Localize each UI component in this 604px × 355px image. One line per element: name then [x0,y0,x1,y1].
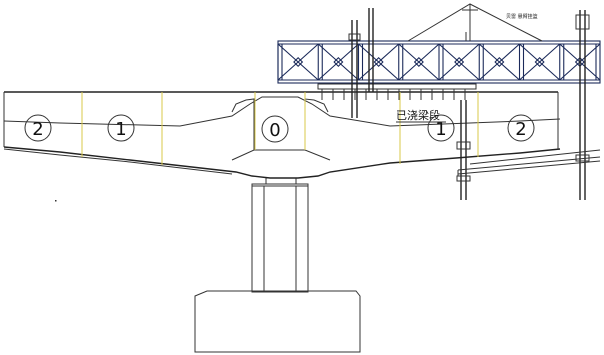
distribution-beam [317,83,477,100]
segment-mark-1: 2 [24,114,52,142]
traveler-apex-frame: 贝雷 悬臂挂篮 [407,3,543,42]
truss-panel [518,43,561,81]
segment-joints [81,92,479,165]
segment-mark-3: 0 [261,115,289,143]
segment-mark-5: 2 [507,114,535,142]
bearing-pad [265,177,297,185]
truss-panel [438,43,480,81]
truss-panel [398,43,440,81]
segment-mark-2: 1 [107,114,135,142]
svg-text:1: 1 [115,119,126,140]
box-girder [3,91,561,179]
suspension-rods [348,8,590,200]
svg-text:0: 0 [269,120,280,141]
pier-column [251,183,309,293]
segment-mark-4: 1 [427,114,455,142]
poured-segment-label: 已浇梁段 [396,108,446,123]
bottom-formwork-platform [457,149,601,176]
svg-text:已浇梁段: 已浇梁段 [396,108,440,122]
truss-panel [277,43,319,81]
truss-panel [559,43,601,81]
svg-text:2: 2 [515,119,526,140]
truss-panel [478,43,520,81]
truss-panel [357,43,400,81]
svg-text:1: 1 [435,119,446,140]
pier-cap-footing [194,290,361,353]
truss-panel [317,43,359,81]
svg-text:2: 2 [32,119,43,140]
svg-text:贝雷 悬臂挂篮: 贝雷 悬臂挂篮 [506,13,538,20]
small-mark [55,200,57,202]
bailey-truss [277,40,601,84]
